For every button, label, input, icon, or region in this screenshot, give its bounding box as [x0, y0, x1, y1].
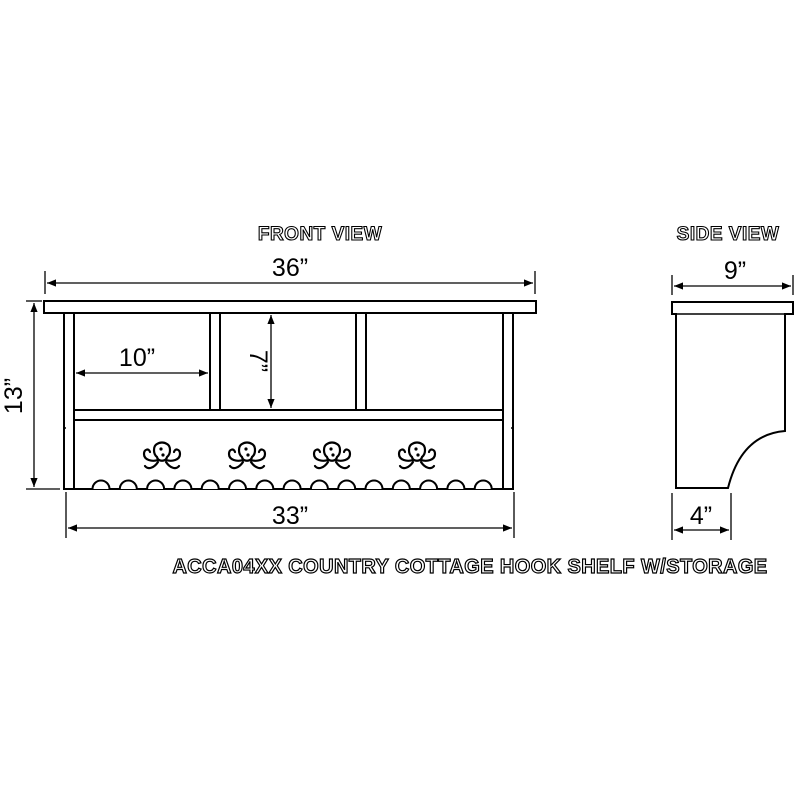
scallop [364, 479, 384, 490]
divider-left [209, 312, 221, 411]
divider-right [355, 312, 367, 411]
cubby-height-label: 7” [244, 350, 272, 372]
scallop [146, 479, 166, 490]
height-label: 13” [0, 378, 28, 414]
scallop [200, 479, 220, 490]
cubby-width-dimension: 10” [76, 344, 208, 377]
scallop [228, 479, 247, 490]
right-post [502, 312, 514, 490]
top-board [43, 300, 537, 314]
height-dimension: 13” [0, 300, 60, 490]
shelf-side-profile [671, 301, 794, 489]
inner-width-dimension: 33” [65, 492, 515, 538]
side-top-depth-dimension: 9” [671, 257, 794, 295]
cubby-width-label: 10” [119, 344, 155, 372]
scallop [391, 479, 411, 490]
hooks [142, 441, 437, 470]
scallop [473, 479, 493, 490]
inner-width-label: 33” [272, 502, 308, 530]
shelf-front [43, 300, 537, 490]
side-bottom-depth-label: 4” [690, 502, 712, 530]
scallop [91, 479, 111, 490]
scallop [282, 479, 302, 490]
double-hook-icon [142, 441, 182, 470]
scallop-edge [91, 479, 493, 490]
front-view-title: FRONT VIEW [258, 224, 382, 245]
side-top-depth-label: 9” [724, 257, 746, 285]
scallop [337, 479, 357, 490]
double-hook-icon [312, 441, 352, 470]
scallop [446, 479, 466, 490]
cubby-shelf [73, 409, 504, 421]
scallop [255, 479, 275, 490]
scallop [419, 479, 439, 490]
double-hook-icon [227, 441, 267, 470]
cubby-height-dimension: 7” [244, 315, 275, 408]
scallop [118, 479, 138, 490]
scallop [309, 479, 329, 490]
scallop [173, 479, 193, 490]
overall-width-dimension: 36” [44, 254, 536, 294]
overall-width-label: 36” [272, 254, 308, 282]
left-post [63, 312, 75, 490]
double-hook-icon [397, 441, 437, 470]
side-bottom-depth-dimension: 4” [671, 493, 732, 540]
product-caption: ACCA04XX COUNTRY COTTAGE HOOK SHELF W/ST… [172, 556, 767, 578]
side-view-title: SIDE VIEW [677, 224, 780, 245]
hook-rail [73, 419, 504, 490]
